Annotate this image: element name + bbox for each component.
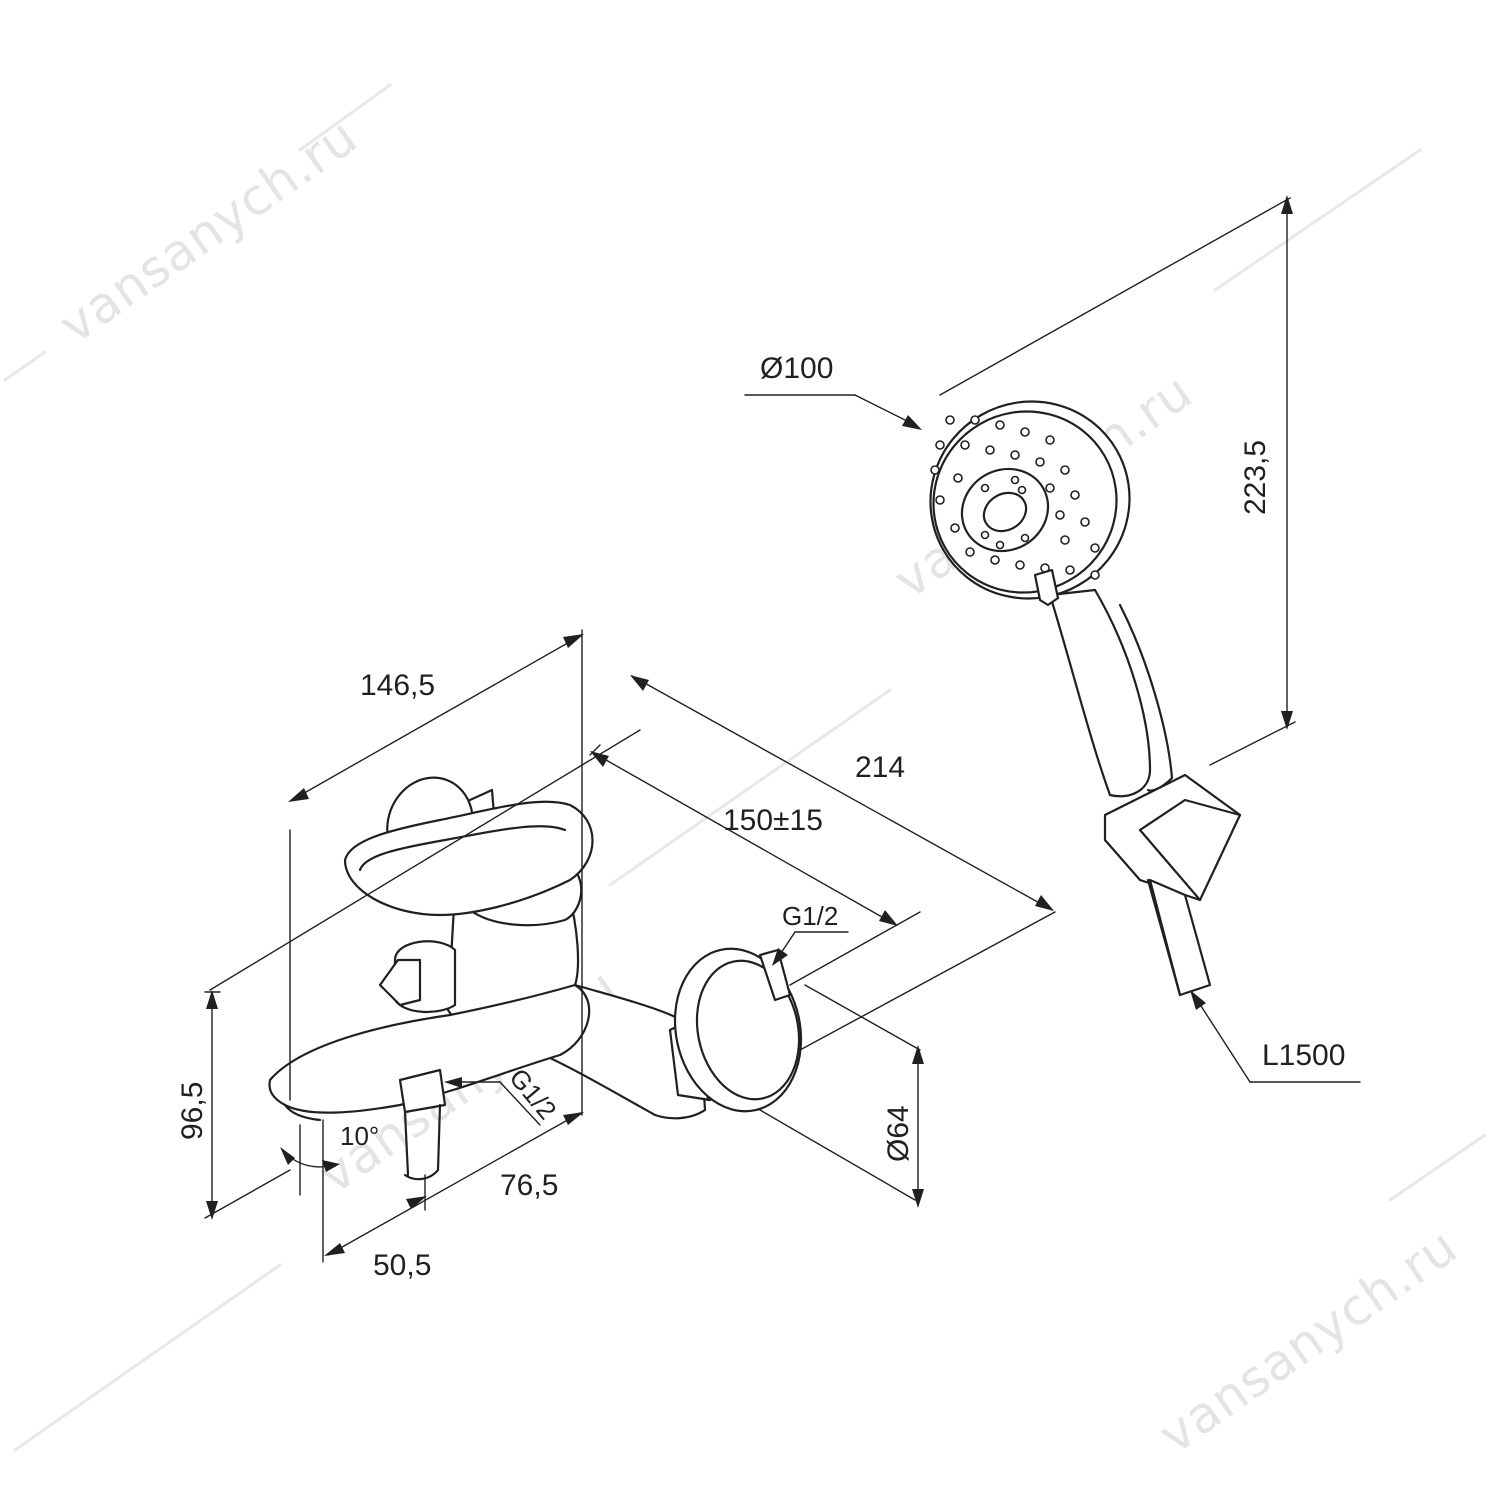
wall-flange [673, 947, 803, 1113]
dim-inlet-thread: G1/2 [782, 901, 838, 931]
dim-mixer-height: 96,5 [176, 1082, 209, 1140]
dim-shower-height: 223,5 [1239, 440, 1272, 515]
dim-overall-width: 214 [855, 751, 905, 784]
spout [268, 983, 591, 1114]
dim-spout-angle: 10° [340, 1121, 379, 1151]
dim-shower-diameter: Ø100 [760, 352, 833, 385]
nozzles [930, 415, 1100, 580]
dim-connection-spacing: 150±15 [723, 804, 823, 837]
dim-mixer-depth: 146,5 [360, 669, 435, 702]
hand-shower [929, 197, 1296, 997]
mixer-lever [343, 800, 594, 917]
watermarks: vansanych.ru vansanych.ru vansanych.ru v… [3, 83, 1487, 1465]
mixer [268, 776, 803, 1181]
dim-hose-length: L1500 [1262, 1039, 1345, 1072]
dim-spout-offset: 50,5 [373, 1249, 431, 1282]
dim-spout-reach: 76,5 [500, 1169, 558, 1202]
watermark-1: vansanych.ru [49, 107, 368, 355]
dim-flange-diameter: Ø64 [882, 1105, 915, 1162]
shower-head [929, 400, 1131, 600]
mixer-dimensions: 146,5 214 150±15 G1/2 Ø64 96,5 [176, 629, 1056, 1282]
watermark-4: vansanych.ru [1149, 1217, 1468, 1465]
shower-dimensions: 223,5 Ø100 L1500 [744, 195, 1361, 1083]
